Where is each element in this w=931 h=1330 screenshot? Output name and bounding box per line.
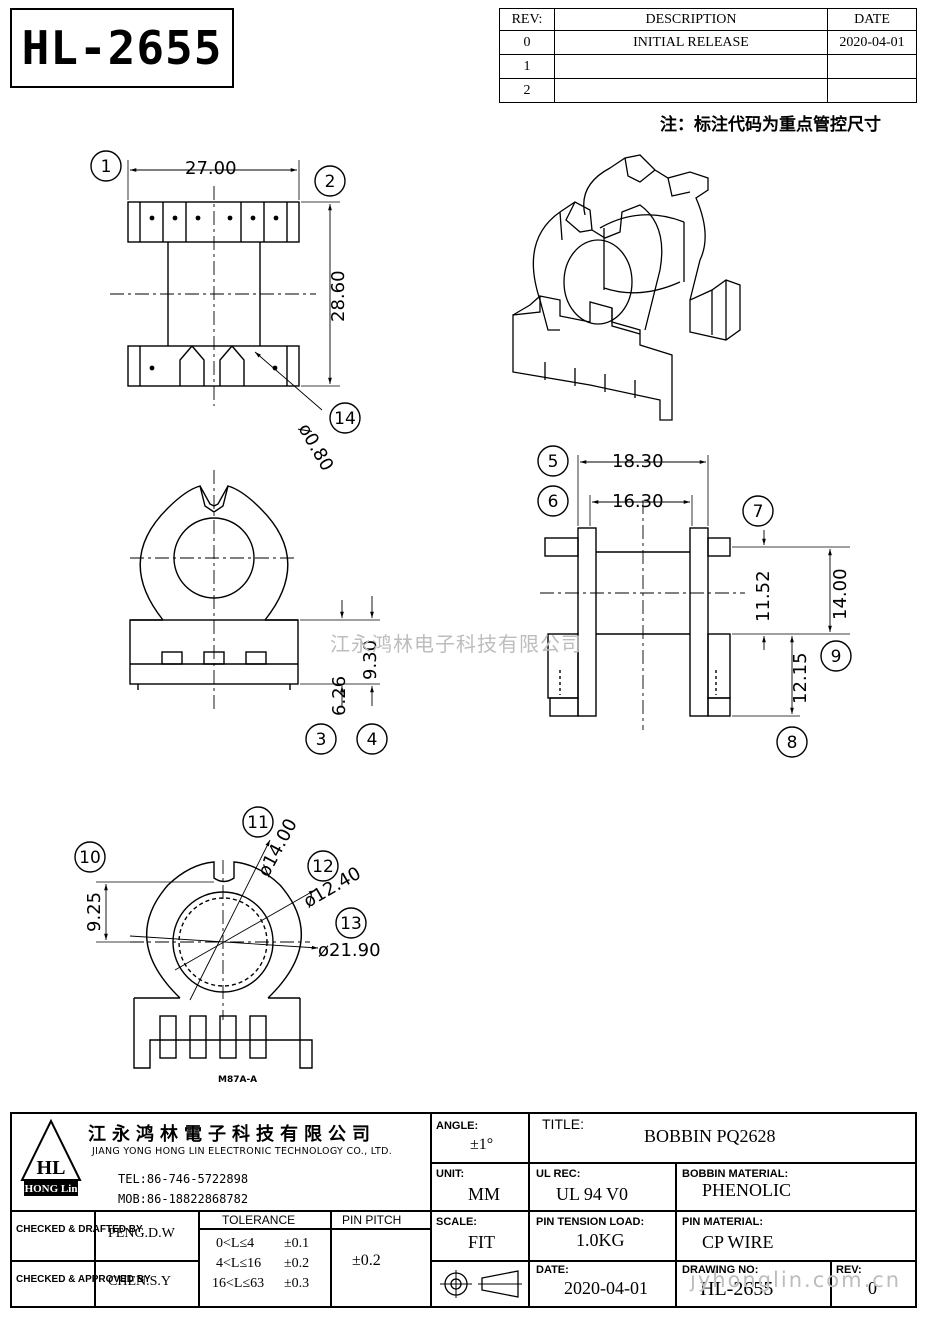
tolerance-value: ±0.3 [284, 1276, 310, 1291]
dim-text: 6.26 [329, 676, 350, 716]
callout-number: 11 [247, 813, 269, 833]
pin-material-label: PIN MATERIAL: [682, 1216, 764, 1228]
rev-value: 0 [868, 1278, 877, 1298]
dim-text: ø21.90 [318, 940, 381, 961]
checked-drafted-label: CHECKED & DRAFTED BY [16, 1224, 143, 1235]
description-cell [554, 54, 828, 79]
callout-number: 12 [312, 857, 334, 877]
callout-number: 2 [325, 172, 336, 192]
checked-approved-label: CHECKED & APPROVED BY [16, 1274, 151, 1285]
tolerance-range: 0<L≤4 [216, 1236, 255, 1251]
scale-value: FIT [468, 1232, 495, 1252]
company-watermark: 江永鸿林电子科技有限公司 [330, 632, 582, 656]
dim-text: 12.15 [790, 652, 811, 704]
date-header: DATE [827, 8, 917, 31]
projection-symbol-icon [440, 1270, 522, 1298]
date-cell [827, 78, 917, 103]
callout-number: 8 [787, 733, 798, 753]
rev-label: REV: [836, 1264, 862, 1276]
pin-pitch-label: PIN PITCH [342, 1213, 402, 1227]
ul-label: UL REC: [536, 1168, 581, 1180]
drafted-by: PENG.D.W [108, 1226, 175, 1241]
company-name-cn: 江永鸿林電子科技有限公司 [88, 1124, 376, 1145]
isometric-view [512, 154, 741, 421]
side-view [537, 445, 852, 758]
title-block: HL HONG Lin 江永鸿林電子科技有限公司 JIANG YONG HONG… [10, 1112, 917, 1308]
company-mob: MOB:86-18822868782 [118, 1192, 249, 1206]
dim-text: 9.30 [360, 640, 381, 680]
rev-cell: 2 [499, 78, 555, 103]
rev-cell: 0 [499, 30, 555, 55]
tolerance-range: 4<L≤16 [216, 1256, 262, 1271]
website-watermark: jyhonglin.com.cn [690, 1268, 902, 1292]
pin-material-value: CP WIRE [702, 1232, 774, 1252]
callout-number: 4 [367, 730, 378, 750]
drawing-title: BOBBIN PQ2628 [644, 1126, 776, 1146]
company-logo: HL HONG Lin [20, 1118, 82, 1196]
description-cell [554, 78, 828, 103]
callout-number: 3 [316, 730, 327, 750]
tolerance-value: ±0.1 [284, 1236, 310, 1251]
pin-tension-value: 1.0KG [576, 1230, 625, 1250]
dim-text: 9.25 [84, 892, 105, 932]
callout-number: 9 [831, 647, 842, 667]
drawing-no-label: DRAWING NO: [682, 1264, 759, 1276]
part-number-title: HL-2655 [10, 8, 234, 88]
rev-cell: 1 [499, 54, 555, 79]
dim-text: 14.00 [830, 568, 851, 620]
ul-value: UL 94 V0 [556, 1184, 628, 1204]
technical-drawing: 27.00 28.60 ø0.80 18.30 16.30 11.52 14.0… [74, 150, 852, 1085]
description-cell: INITIAL RELEASE [554, 30, 828, 55]
unit-label: UNIT: [436, 1168, 465, 1180]
tolerance-value: ±0.2 [284, 1256, 310, 1271]
dim-text: 27.00 [185, 158, 237, 179]
date-value: 2020-04-01 [564, 1278, 648, 1298]
date-label: DATE: [536, 1264, 569, 1276]
angle-value: ±1° [470, 1136, 494, 1153]
callout-number: 5 [548, 452, 559, 472]
callout-number: 6 [548, 492, 559, 512]
tolerance-label: TOLERANCE [222, 1213, 296, 1227]
callout-number: 1 [101, 157, 112, 177]
mould-mark: M87A-A [218, 1075, 257, 1085]
front-view [129, 470, 388, 755]
control-dimension-note: 注：标注代码为重点管控尺寸 [660, 115, 881, 135]
bobbin-material-value: PHENOLIC [702, 1180, 791, 1200]
callout-number: 13 [340, 914, 362, 934]
top-view [90, 150, 361, 434]
company-name-en: JIANG YONG HONG LIN ELECTRONIC TECHNOLOG… [92, 1146, 393, 1157]
dim-text: 18.30 [612, 451, 664, 472]
dim-text: 11.52 [753, 570, 774, 622]
logo-text: HL [37, 1157, 66, 1179]
company-tel: TEL:86-746-5722898 [118, 1172, 249, 1186]
date-cell: 2020-04-01 [827, 30, 917, 55]
dim-text: 28.60 [328, 270, 349, 322]
drawing-no-value: HL-2655 [700, 1278, 774, 1300]
pin-pitch-value: ±0.2 [352, 1252, 381, 1269]
callout-number: 7 [753, 502, 764, 522]
scale-label: SCALE: [436, 1216, 477, 1228]
bobbin-material-label: BOBBIN MATERIAL: [682, 1168, 789, 1180]
dim-text: ø0.80 [294, 420, 338, 475]
bottom-view [74, 806, 367, 1069]
callout-number: 10 [79, 848, 101, 868]
logo-subtext: HONG Lin [25, 1183, 78, 1195]
title-label: TITLE: [542, 1116, 585, 1132]
unit-value: MM [468, 1184, 501, 1204]
angle-label: ANGLE: [436, 1120, 479, 1132]
tolerance-range: 16<L≤63 [212, 1276, 265, 1291]
dim-text: 16.30 [612, 491, 664, 512]
callout-number: 14 [334, 409, 356, 429]
pin-tension-label: PIN TENSION LOAD: [536, 1216, 645, 1228]
approved-by: CHEN.S.Y [108, 1274, 172, 1289]
revision-table: REV: DESCRIPTION DATE 0 INITIAL RELEASE … [499, 8, 917, 103]
